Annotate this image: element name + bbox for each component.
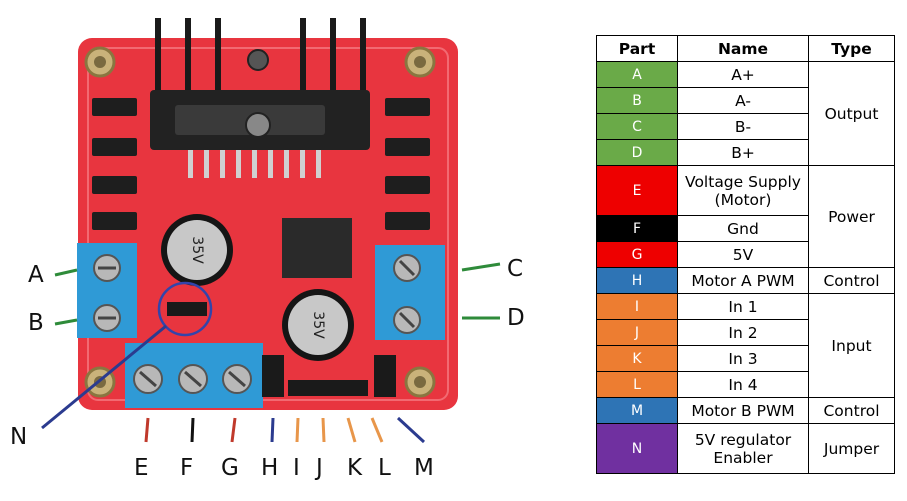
ic-pins <box>188 150 321 178</box>
header-type: Type <box>808 35 895 62</box>
header-part: Part <box>596 35 678 62</box>
table-row: I In 1 Input <box>596 293 895 398</box>
table-row: A A+ Output <box>596 61 895 166</box>
part-cell: L <box>596 371 678 398</box>
jumper-5v <box>157 281 213 337</box>
label-d: D <box>507 305 525 331</box>
part-cell: F <box>596 215 678 242</box>
name-cell: Motor B PWM <box>677 397 809 424</box>
pointer-lines <box>41 262 501 444</box>
table-row: E Voltage Supply (Motor) Power <box>596 165 895 268</box>
capacitor-bottom: 35V <box>282 289 354 361</box>
label-c: C <box>507 256 524 282</box>
table-row: J In 2 <box>596 319 895 346</box>
part-cell: B <box>596 87 678 114</box>
capacitor-bottom-text: 35V <box>310 311 326 339</box>
type-cell: Power <box>808 165 895 268</box>
table-row: K In 3 <box>596 345 895 372</box>
table-row: G 5V <box>596 241 895 268</box>
capacitor-top-text: 35V <box>189 236 205 264</box>
part-cell: A <box>596 61 678 88</box>
name-cell: In 3 <box>677 345 809 372</box>
part-cell: H <box>596 267 678 294</box>
terminal-bottom <box>125 343 263 408</box>
table-row: H Motor A PWM Control <box>596 267 895 294</box>
label-j: J <box>316 455 323 481</box>
header-pins <box>262 355 396 397</box>
part-cell: I <box>596 293 678 320</box>
type-cell: Control <box>808 267 895 294</box>
name-cell: In 4 <box>677 371 809 398</box>
header-name: Name <box>677 35 809 62</box>
table-row: L In 4 <box>596 371 895 398</box>
heatsink <box>150 18 370 150</box>
part-cell: N <box>596 423 678 474</box>
name-cell: B- <box>677 113 809 140</box>
voltage-regulator <box>282 218 352 278</box>
name-cell: Motor A PWM <box>677 267 809 294</box>
part-cell: E <box>596 165 678 216</box>
part-cell: C <box>596 113 678 140</box>
table-row: B A- <box>596 87 895 114</box>
label-e: E <box>134 455 149 481</box>
label-l: L <box>378 455 391 481</box>
name-cell: A+ <box>677 61 809 88</box>
name-cell: Voltage Supply (Motor) <box>677 165 809 216</box>
label-m: M <box>414 455 434 481</box>
label-g: G <box>221 455 239 481</box>
label-i: I <box>293 455 300 481</box>
pin-table: Part Name Type A A+ Output B A- C B- D B… <box>596 35 895 474</box>
diodes-left <box>92 98 137 230</box>
part-cell: D <box>596 139 678 166</box>
name-cell: 5V regulator Enabler <box>677 423 809 474</box>
name-cell: B+ <box>677 139 809 166</box>
type-cell: Jumper <box>808 423 895 474</box>
terminal-right <box>375 245 445 340</box>
table-row: N 5V regulator Enabler Jumper <box>596 423 895 474</box>
part-cell: K <box>596 345 678 372</box>
label-k: K <box>347 455 363 481</box>
part-cell: G <box>596 241 678 268</box>
type-cell: Output <box>808 61 895 166</box>
label-f: F <box>180 455 194 481</box>
name-cell: In 2 <box>677 319 809 346</box>
part-cell: M <box>596 397 678 424</box>
label-b: B <box>28 310 44 336</box>
type-cell: Control <box>808 397 895 424</box>
label-h: H <box>261 455 279 481</box>
name-cell: A- <box>677 87 809 114</box>
label-n: N <box>10 424 28 450</box>
diodes-right <box>385 98 430 230</box>
terminal-left <box>77 243 137 338</box>
name-cell: In 1 <box>677 293 809 320</box>
name-cell: Gnd <box>677 215 809 242</box>
capacitor-top: 35V <box>161 214 233 286</box>
label-a: A <box>28 262 44 288</box>
name-cell: 5V <box>677 241 809 268</box>
type-cell: Input <box>808 293 895 398</box>
table-row: M Motor B PWM Control <box>596 397 895 424</box>
part-cell: J <box>596 319 678 346</box>
